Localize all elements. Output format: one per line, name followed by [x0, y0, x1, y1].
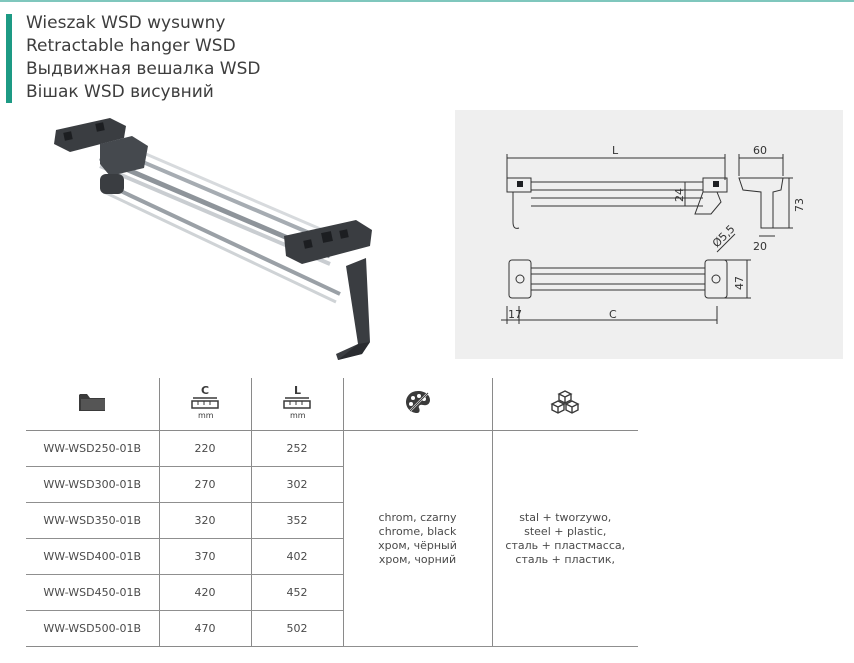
header-code	[26, 378, 159, 431]
table-row: WW-WSD300-01B 270 302	[26, 466, 638, 503]
c-icon-letter: C	[201, 384, 209, 397]
header-finish	[342, 378, 492, 431]
dim-73-label: 73	[793, 198, 806, 212]
folder-icon	[79, 394, 106, 411]
cell-l: 302	[250, 466, 343, 503]
spec-table: C mm L mm	[26, 378, 638, 647]
finish-line-pl: chrom, czarny	[378, 510, 457, 524]
cell-l: 502	[250, 610, 343, 647]
cell-code: WW-WSD400-01B	[26, 538, 159, 575]
cell-l: 452	[250, 574, 343, 611]
table-row: WW-WSD250-01B 220 252 chrom, czarny chro…	[26, 430, 638, 647]
dim-47-label: 47	[733, 276, 746, 290]
dim-24-label: 24	[673, 188, 686, 202]
material-line-uk: сталь + пластик,	[515, 552, 616, 566]
table-row: WW-WSD350-01B 320 352	[26, 502, 638, 539]
dim-L-label: L	[612, 144, 619, 157]
material-line-en: steel + plastic,	[524, 524, 607, 538]
cell-l: 352	[250, 502, 343, 539]
header-l: L mm	[250, 378, 343, 431]
length-c-icon: C mm	[191, 384, 219, 420]
table-row: WW-WSD500-01B 470 502	[26, 610, 638, 647]
finish-line-uk: хром, чорний	[378, 552, 457, 566]
technical-drawing: L 60 24 73 20 Ø5,5 47 17 C	[455, 110, 843, 359]
cell-c: 470	[158, 610, 251, 647]
c-mm-label: mm	[198, 411, 214, 420]
cubes-icon	[550, 390, 580, 414]
material-line-pl: stal + tworzywo,	[519, 510, 612, 524]
title-uk: Вішак WSD висувний	[26, 82, 214, 102]
product-photo	[40, 108, 390, 370]
title-block: Wieszak WSD wysuwny Retractable hanger W…	[26, 12, 260, 104]
title-pl: Wieszak WSD wysuwny	[26, 13, 226, 33]
table-row: WW-WSD400-01B 370 402	[26, 538, 638, 575]
palette-icon	[405, 391, 430, 413]
header-c: C mm	[158, 378, 251, 431]
cell-code: WW-WSD300-01B	[26, 466, 159, 503]
cell-c: 420	[158, 574, 251, 611]
dim-C-label: C	[609, 308, 617, 321]
cell-code: WW-WSD350-01B	[26, 502, 159, 539]
cell-code: WW-WSD450-01B	[26, 574, 159, 611]
finish-line-en: chrome, black	[378, 524, 457, 538]
table-row: WW-WSD450-01B 420 452	[26, 574, 638, 611]
header-material	[491, 378, 638, 431]
title-ru: Выдвижная вешалка WSD	[26, 59, 261, 79]
cell-c: 370	[158, 538, 251, 575]
dim-20-label: 20	[753, 240, 767, 253]
cell-code: WW-WSD500-01B	[26, 610, 159, 647]
top-rule	[0, 0, 854, 2]
dim-17-label: 17	[508, 308, 522, 321]
cell-c: 320	[158, 502, 251, 539]
length-l-icon: L mm	[283, 384, 311, 420]
dim-60-label: 60	[753, 144, 767, 157]
cell-l: 402	[250, 538, 343, 575]
cell-l: 252	[250, 430, 343, 467]
material-line-ru: сталь + пластмасса,	[505, 538, 626, 552]
l-mm-label: mm	[290, 411, 306, 420]
table-header-row: C mm L mm	[26, 378, 638, 431]
cell-c: 220	[158, 430, 251, 467]
cell-code: WW-WSD250-01B	[26, 430, 159, 467]
accent-bar	[6, 14, 12, 103]
dim-hole-label: Ø5,5	[710, 222, 738, 250]
title-en: Retractable hanger WSD	[26, 36, 236, 56]
cell-material: stal + tworzywo, steel + plastic, сталь …	[491, 430, 638, 647]
cell-c: 270	[158, 466, 251, 503]
l-icon-letter: L	[294, 384, 301, 397]
finish-line-ru: хром, чёрный	[378, 538, 457, 552]
cell-finish: chrom, czarny chrome, black хром, чёрный…	[342, 430, 492, 647]
